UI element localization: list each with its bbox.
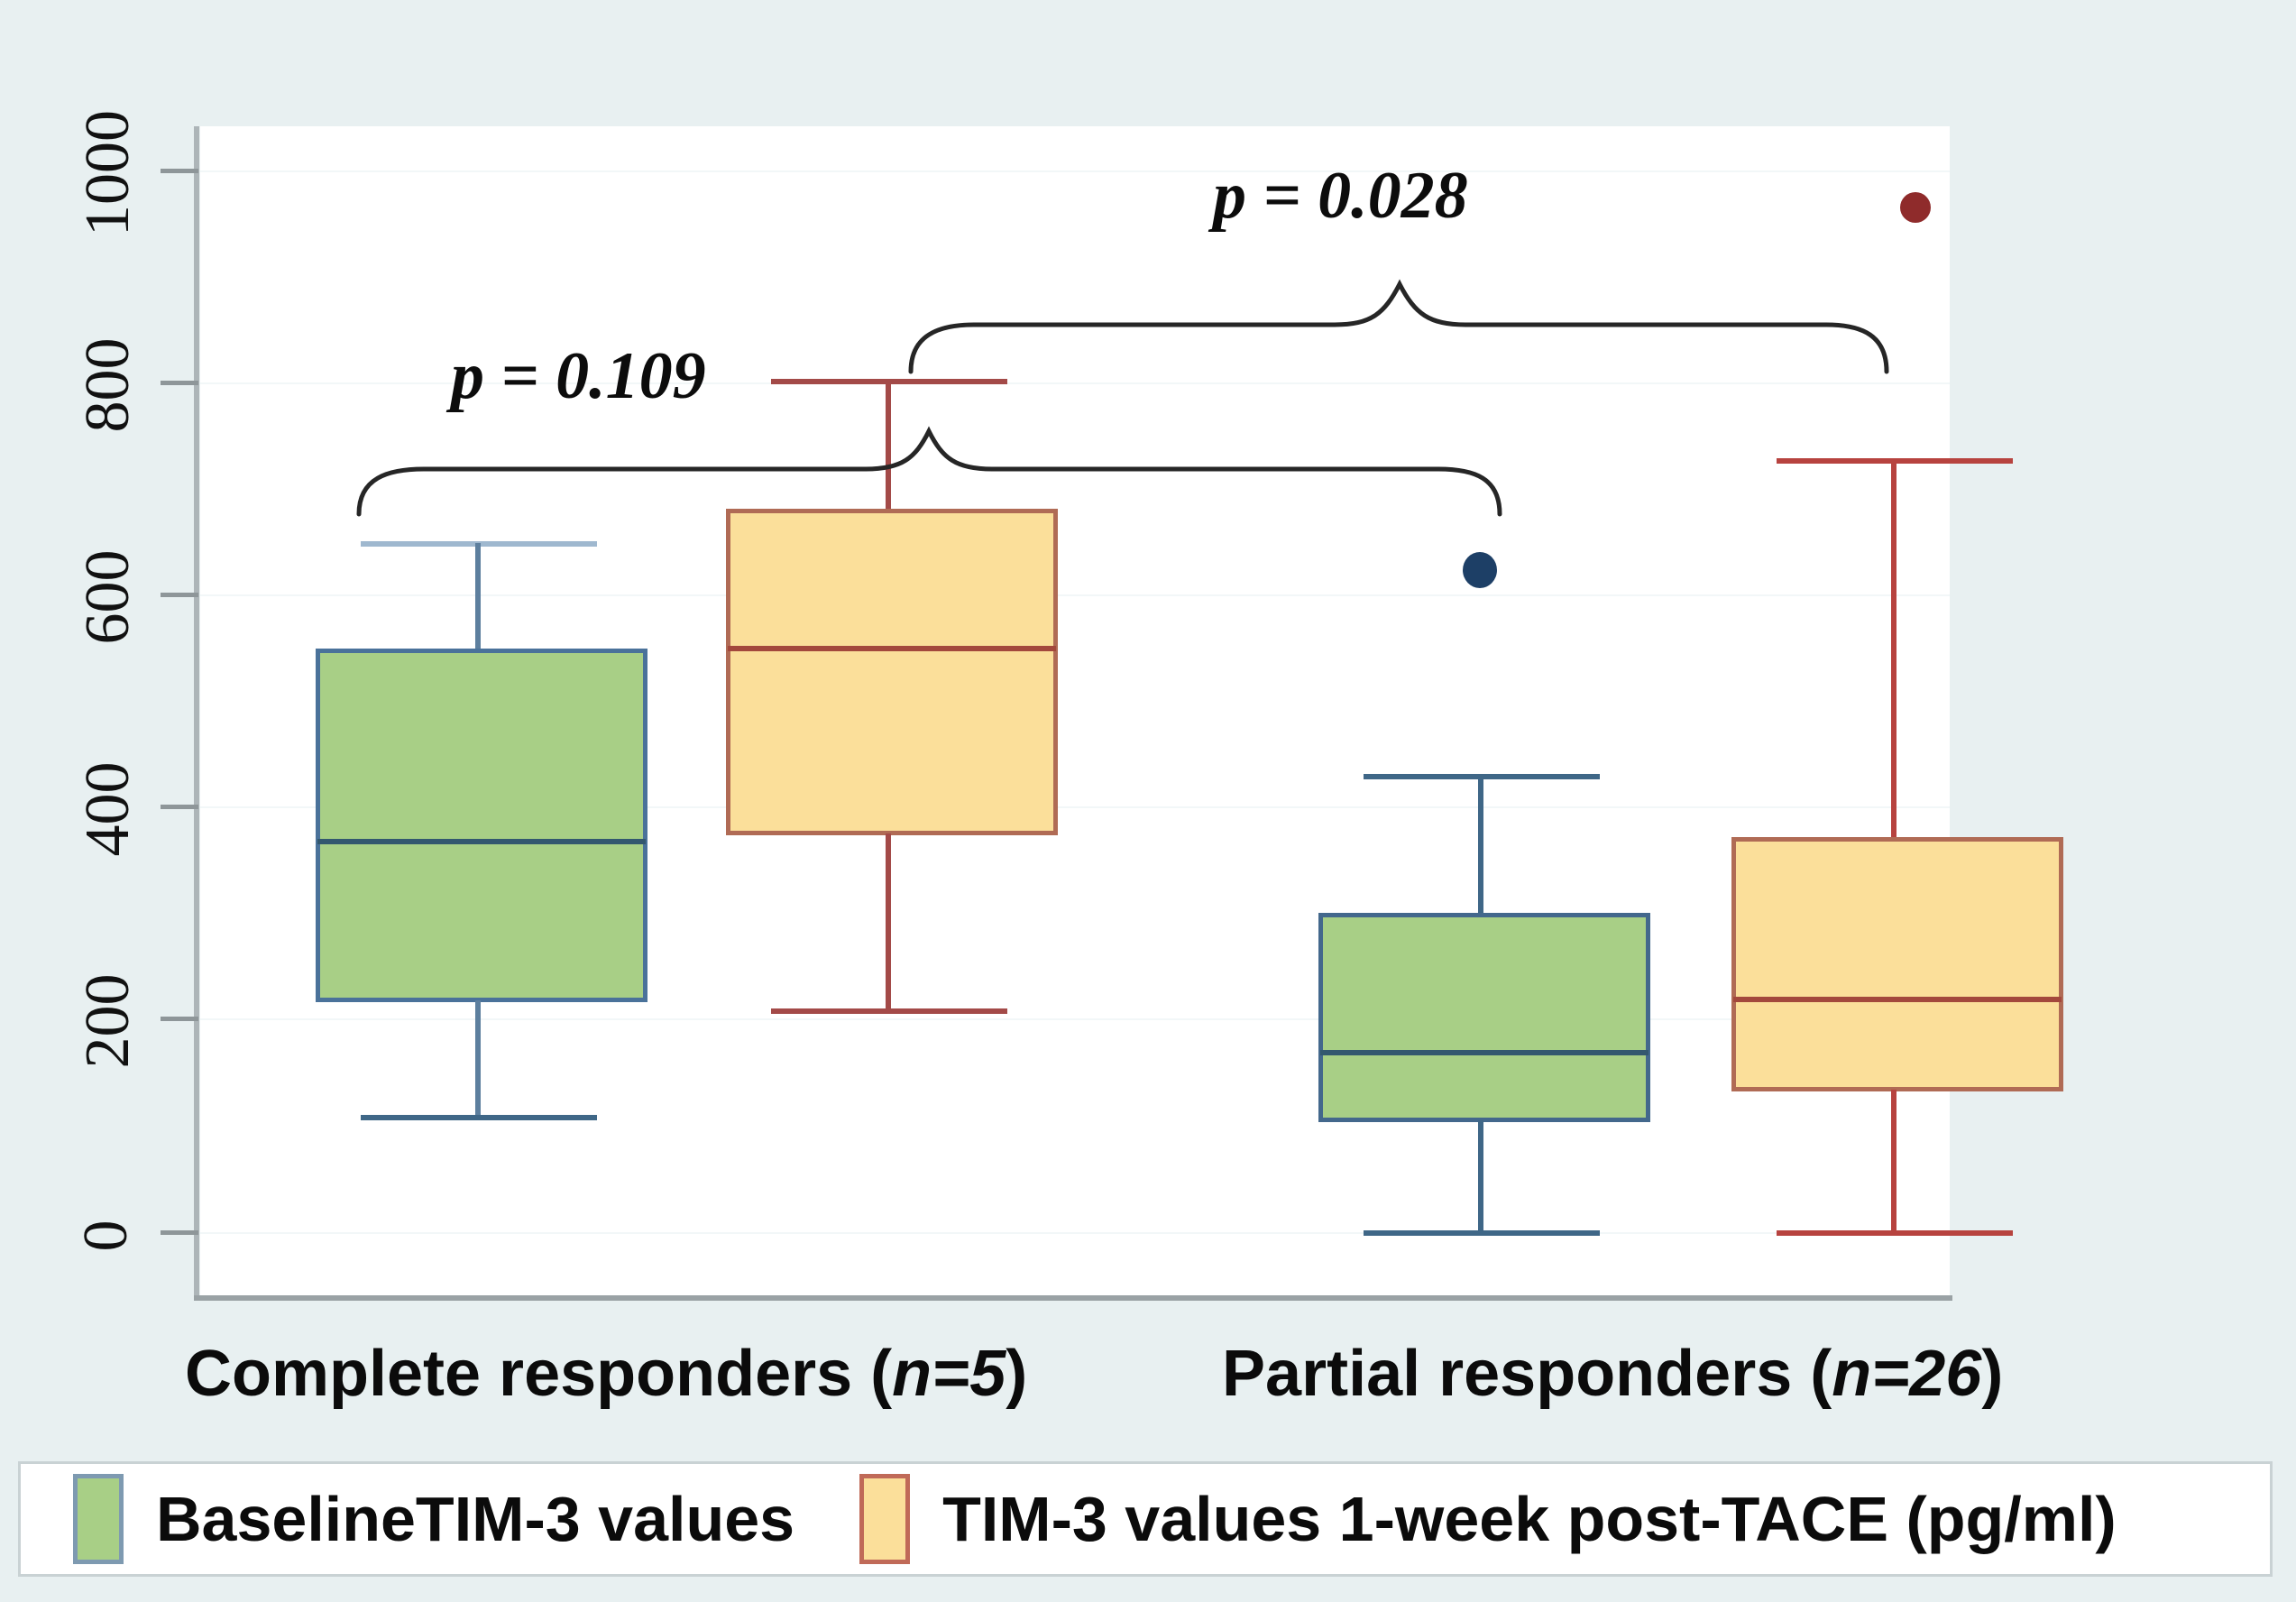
tick-600 [161, 593, 198, 597]
xaxis-label-complete-tail: ) [1006, 1338, 1028, 1410]
legend-swatch-post [859, 1474, 911, 1564]
box-rect [316, 649, 647, 1002]
whisker-lower [1891, 1090, 1896, 1234]
x-axis-line [194, 1295, 1952, 1301]
xaxis-label-complete-text: Complete responders ( [185, 1338, 893, 1410]
gridline-600 [200, 594, 1950, 596]
xaxis-label-partial-text: Partial responders ( [1222, 1338, 1832, 1410]
whisker-lower [1478, 1120, 1483, 1234]
legend-swatch-baseline [73, 1474, 124, 1564]
tick-200 [161, 1017, 198, 1021]
whisker-lower [886, 833, 891, 1011]
median-line [1320, 1050, 1649, 1055]
bracket-p-028 [908, 279, 1889, 374]
tick-800 [161, 381, 198, 385]
whisker-upper [1478, 776, 1483, 916]
tick-400 [161, 805, 198, 809]
gridline-200 [200, 1018, 1950, 1020]
legend-label-baseline: BaselineTIM-3 values [156, 1484, 795, 1554]
box-rect [1731, 837, 2063, 1091]
pvalue-label-complete: p = 0.109 [451, 339, 706, 413]
whisker-upper [475, 543, 481, 651]
gridline-0 [200, 1232, 1950, 1234]
whisker-cap-lower [1777, 1230, 2013, 1236]
pvalue-label-between: p = 0.028 [1213, 159, 1468, 233]
outlier-point [1900, 192, 1931, 223]
chart-legend: BaselineTIM-3 values TIM-3 values 1-week… [18, 1461, 2273, 1577]
whisker-cap-lower [771, 1008, 1007, 1014]
whisker-upper [886, 381, 891, 512]
median-line [1733, 997, 2062, 1002]
box-rect [726, 509, 1058, 835]
tick-1000 [161, 169, 198, 173]
xaxis-label-partial-n: n=26 [1832, 1338, 1982, 1410]
gridline-800 [200, 382, 1950, 384]
median-line [728, 646, 1056, 651]
gridline-1000 [200, 170, 1950, 172]
xaxis-label-complete-n: n=5 [892, 1338, 1006, 1410]
gridline-400 [200, 806, 1950, 808]
xaxis-label-partial-tail: ) [1981, 1338, 2004, 1410]
whisker-lower [475, 1000, 481, 1118]
legend-label-post: TIM-3 values 1-week post-TACE (pg/ml) [942, 1484, 2117, 1554]
box-rect [1318, 913, 1650, 1122]
xaxis-label-complete: Complete responders (n=5) [185, 1337, 1027, 1411]
bracket-p-109 [356, 426, 1502, 517]
xaxis-label-partial: Partial responders (n=26) [1222, 1337, 2003, 1411]
tick-0 [161, 1230, 198, 1235]
whisker-cap-lower [361, 1115, 597, 1120]
whisker-cap-lower [1364, 1230, 1600, 1236]
outlier-point [1463, 552, 1497, 588]
median-line [317, 839, 646, 844]
y-axis-line [194, 126, 199, 1299]
whisker-upper [1891, 460, 1896, 841]
